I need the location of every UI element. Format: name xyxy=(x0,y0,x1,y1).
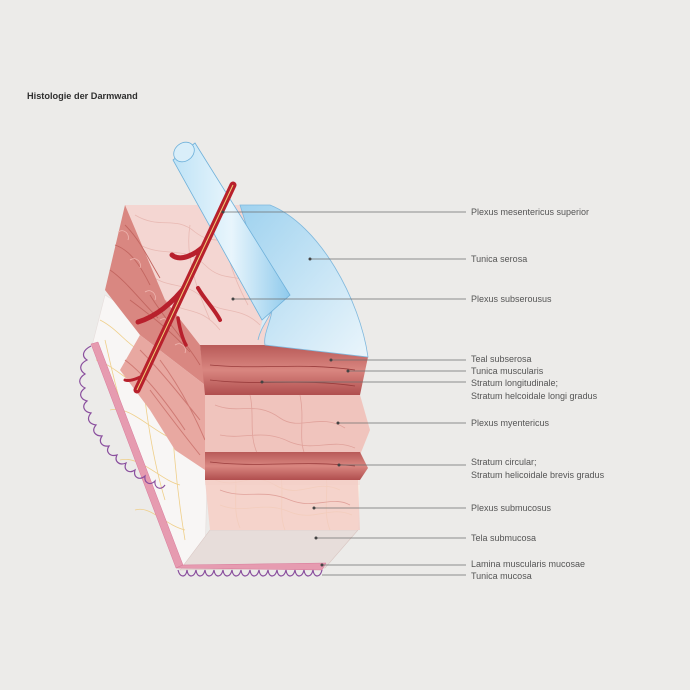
blood-vessel xyxy=(123,181,237,394)
label-tunica-muscularis: Tunica muscularis xyxy=(471,366,544,376)
labels: Plexus mesentericus superior Tunica sero… xyxy=(471,207,605,581)
label-teal-subserosa: Teal subserosa xyxy=(471,354,532,364)
label-stratum-helicoidale-brevis: Stratum helicoidale brevis gradus xyxy=(471,470,605,480)
mesenteric-tube xyxy=(172,141,291,321)
label-stratum-longitudinale: Stratum longitudinale; xyxy=(471,378,558,388)
mucosa-edge xyxy=(79,341,327,577)
label-tela-submucosa: Tela submucosa xyxy=(471,533,536,543)
label-plexus-myentericus: Plexus myentericus xyxy=(471,418,550,428)
muscle-front-layers xyxy=(200,345,370,530)
label-plexus-mesentericus-superior: Plexus mesentericus superior xyxy=(471,207,589,217)
label-plexus-submucosus: Plexus submucosus xyxy=(471,503,552,513)
label-stratum-circular: Stratum circular; xyxy=(471,457,537,467)
label-lamina-muscularis-mucosae: Lamina muscularis mucosae xyxy=(471,559,585,569)
leader-dots xyxy=(221,210,350,567)
label-stratum-helcoidale: Stratum helcoidale longi gradus xyxy=(471,391,598,401)
circular-muscle-face xyxy=(120,335,206,470)
label-tunica-serosa: Tunica serosa xyxy=(471,254,527,264)
page-title: Histologie der Darmwand xyxy=(27,91,138,101)
label-plexus-subserousus: Plexus subserousus xyxy=(471,294,552,304)
leader-lines xyxy=(223,211,466,576)
label-tunica-mucosa: Tunica mucosa xyxy=(471,571,532,581)
longitudinal-muscle-face xyxy=(105,205,205,385)
